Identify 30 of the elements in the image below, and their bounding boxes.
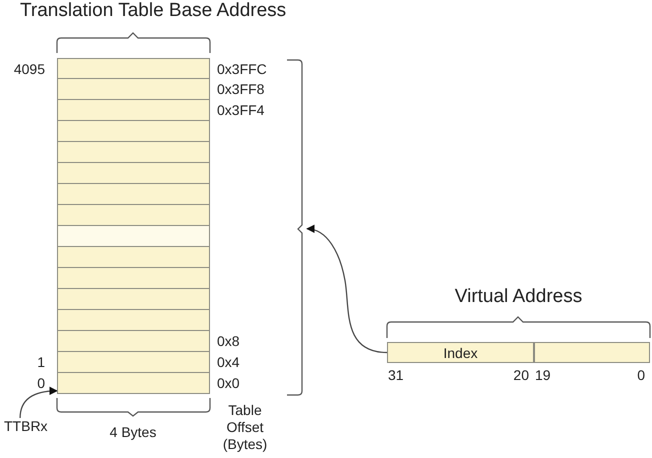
offset-label: 0x0 (217, 375, 240, 391)
offset-label: 0x3FF8 (217, 81, 264, 97)
offset-label: 0x3FF4 (217, 102, 264, 118)
axis-label: Table Offset (Bytes) (222, 402, 268, 453)
offset-label: 0x4 (217, 354, 240, 370)
table-entry (57, 142, 210, 163)
heading: Virtual Address (454, 286, 584, 308)
arrow (20, 386, 58, 418)
table-entry (57, 268, 210, 289)
bit-number: 0 (37, 375, 45, 391)
table-entry (57, 121, 210, 142)
offset-label: 0x8 (217, 333, 240, 349)
arrow (306, 225, 388, 354)
table-entry (57, 310, 210, 331)
table-entry (57, 163, 210, 184)
table-entry (57, 184, 210, 205)
table-entry (57, 289, 210, 310)
bit-number: 0 (637, 367, 645, 383)
width-label: 4 Bytes (108, 424, 158, 441)
bit-number: 31 (388, 367, 404, 383)
register-name: TTBRx (4, 418, 50, 436)
offset-label: 0x3FFC (217, 61, 267, 77)
bit-number: 4095 (14, 61, 45, 77)
bit-number: 20 (513, 367, 529, 383)
table-entry (57, 226, 210, 247)
table-entry (57, 247, 210, 268)
bit-number: 1 (37, 354, 45, 370)
bit-number: 19 (535, 367, 551, 383)
heading: Translation Table Base Address (19, 0, 288, 22)
table-entry (57, 205, 210, 226)
